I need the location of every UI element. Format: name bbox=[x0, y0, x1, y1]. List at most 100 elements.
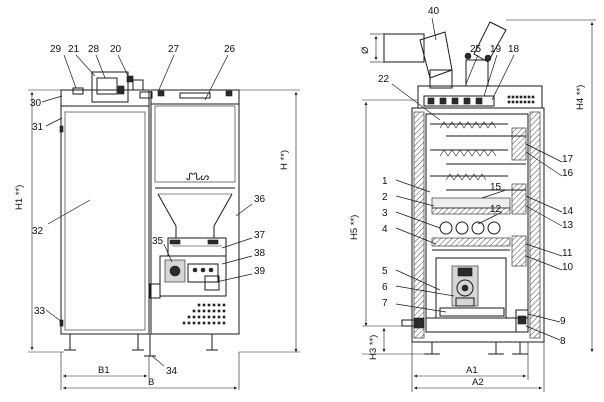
fire-tubes bbox=[439, 221, 501, 235]
label-10: 10 bbox=[562, 262, 574, 273]
hopper-front-panel bbox=[154, 105, 236, 183]
label-plate bbox=[139, 91, 153, 99]
control-panel-display bbox=[96, 77, 118, 95]
lid-latch-left bbox=[157, 90, 165, 97]
section-view-callouts: 40 25 19 18 22 1 2 3 4 5 6 7 17 16 15 14… bbox=[378, 6, 574, 347]
label-34: 34 bbox=[166, 366, 178, 377]
front-view-callouts: 29 21 28 20 27 26 30 31 32 33 34 35 36 3… bbox=[30, 44, 266, 377]
dim-h1: H1 **) bbox=[14, 185, 25, 210]
front-view: ᔑᔐᔕ bbox=[14, 71, 300, 390]
label-13: 13 bbox=[562, 220, 574, 231]
label-15: 15 bbox=[490, 182, 502, 193]
label-6: 6 bbox=[382, 282, 388, 293]
insulation-right bbox=[529, 111, 541, 339]
cleaning-door-lower bbox=[511, 235, 527, 267]
label-11: 11 bbox=[562, 248, 573, 259]
label-5: 5 bbox=[382, 266, 388, 277]
auger-marker-a bbox=[169, 239, 181, 245]
ash-pan bbox=[439, 307, 505, 317]
auger-marker-b bbox=[207, 239, 219, 245]
label-38: 38 bbox=[254, 248, 266, 259]
label-25: 25 bbox=[470, 44, 482, 55]
dim-a1: A1 bbox=[466, 365, 478, 376]
refractory-shelf bbox=[431, 207, 511, 215]
adjustable-feet bbox=[64, 334, 218, 357]
door-hinge-top bbox=[59, 125, 64, 133]
label-18: 18 bbox=[508, 44, 520, 55]
label-29: 29 bbox=[50, 44, 62, 55]
label-19: 19 bbox=[490, 44, 502, 55]
flue-collar bbox=[429, 69, 453, 89]
label-14: 14 bbox=[562, 206, 574, 217]
label-35: 35 bbox=[152, 236, 164, 247]
label-1: 1 bbox=[382, 176, 388, 187]
boiler-left-cabinet bbox=[60, 105, 150, 335]
label-3: 3 bbox=[382, 208, 388, 219]
side-socket bbox=[149, 283, 161, 299]
label-4: 4 bbox=[382, 224, 388, 235]
dim-h3: H3 **) bbox=[368, 335, 379, 360]
fuse-indicator bbox=[126, 75, 134, 83]
label-9: 9 bbox=[560, 316, 566, 327]
label-8: 8 bbox=[560, 336, 566, 347]
label-30: 30 bbox=[30, 98, 42, 109]
drive-unit bbox=[159, 255, 227, 297]
safety-thermostat bbox=[132, 79, 144, 91]
flue-pipe-horizontal bbox=[383, 33, 425, 63]
dim-a2: A2 bbox=[472, 377, 484, 388]
label-26: 26 bbox=[224, 44, 236, 55]
lid-handle bbox=[179, 92, 211, 99]
label-37: 37 bbox=[254, 230, 266, 241]
control-strip bbox=[423, 95, 495, 107]
section-casing bbox=[411, 107, 545, 343]
label-28: 28 bbox=[88, 44, 100, 55]
hopper-logo: ᔑᔐᔕ bbox=[186, 172, 209, 183]
drain-connector bbox=[401, 319, 415, 327]
label-17: 17 bbox=[562, 154, 574, 165]
thermometer bbox=[72, 87, 84, 95]
fan bbox=[204, 275, 220, 291]
label-22: 22 bbox=[378, 74, 390, 85]
section-feet bbox=[424, 342, 528, 355]
label-40: 40 bbox=[428, 6, 440, 17]
dim-h: H **) bbox=[279, 150, 290, 170]
cleaning-door-upper bbox=[511, 127, 527, 161]
label-20: 20 bbox=[110, 44, 122, 55]
dim-b1: B1 bbox=[98, 365, 110, 376]
control-unit bbox=[187, 263, 219, 283]
control-panel-housing bbox=[91, 71, 129, 103]
section-top-panel bbox=[417, 85, 543, 109]
flue-collar-right bbox=[465, 59, 489, 87]
drain-valve bbox=[413, 317, 425, 329]
hopper-cabinet bbox=[150, 89, 240, 335]
lid-latch-right bbox=[225, 90, 233, 97]
top-vent bbox=[507, 95, 535, 104]
heat-exchanger bbox=[430, 121, 526, 191]
label-31: 31 bbox=[32, 122, 44, 133]
label-12: 12 bbox=[490, 204, 502, 215]
label-33: 33 bbox=[34, 306, 46, 317]
section-view: Ø H4 **) H5 **) H3 **) A1 A2 bbox=[349, 19, 596, 392]
label-16: 16 bbox=[562, 168, 574, 179]
control-knob bbox=[117, 85, 125, 95]
control-cover bbox=[60, 89, 150, 107]
dim-h5: H5 **) bbox=[349, 215, 360, 240]
motor-shaft bbox=[169, 265, 181, 277]
label-2: 2 bbox=[382, 192, 388, 203]
cleaning-door-middle bbox=[511, 183, 527, 215]
baffle bbox=[431, 237, 511, 247]
ventilation-holes bbox=[182, 303, 226, 325]
label-39: 39 bbox=[254, 266, 266, 277]
return-connection bbox=[515, 309, 529, 333]
dim-h4: H4 **) bbox=[575, 85, 586, 110]
label-21: 21 bbox=[68, 44, 80, 55]
label-36: 36 bbox=[254, 194, 266, 205]
insulation-left bbox=[413, 111, 425, 339]
label-7: 7 bbox=[382, 298, 388, 309]
door-hinge-bottom bbox=[59, 319, 64, 327]
front-door bbox=[64, 111, 146, 331]
hopper-lid bbox=[150, 89, 240, 105]
label-32: 32 bbox=[32, 226, 44, 237]
dim-b: B bbox=[148, 377, 154, 388]
